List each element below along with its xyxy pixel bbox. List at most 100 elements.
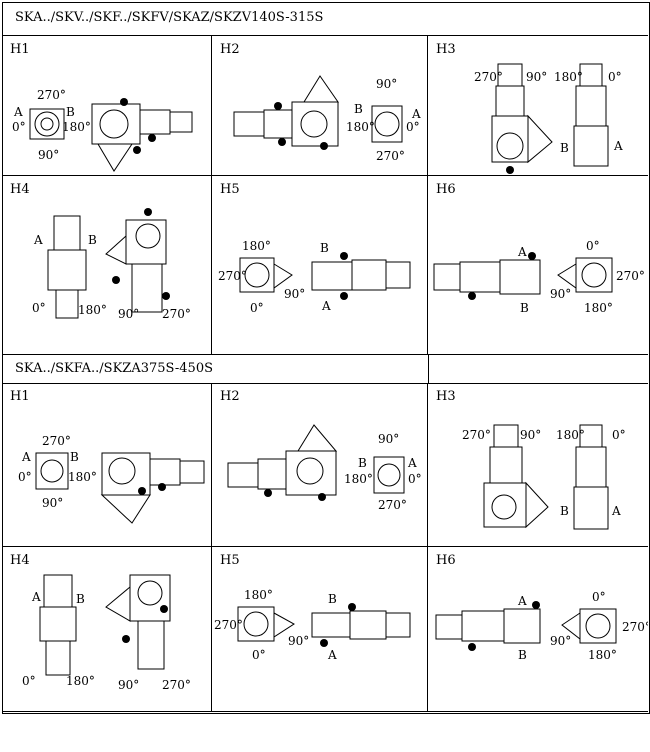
side-a: A — [411, 107, 421, 121]
cell-s2-h4: H4 A B 0° 180° 90° 270° — [2, 547, 212, 712]
side-a: A — [407, 456, 417, 470]
section-1-title: SKA../SKV../SKF../SKFV/SKAZ/SKZV140S-315… — [15, 10, 324, 25]
angle-bottom: 0° — [252, 648, 266, 662]
angle-bottom: 180° — [588, 648, 617, 662]
cell-s1-h6: H6 A B 0° 270° 90° 180° — [428, 176, 648, 355]
section-2-grid: H1 270° 0° 180° 90° A B H2 — [2, 383, 648, 712]
side-b: B — [518, 648, 527, 662]
cell-label: H2 — [220, 389, 240, 404]
gear-diagram-h6: A B 0° 270° 90° 180° — [433, 239, 645, 315]
angle-right: 180° — [62, 120, 91, 134]
angle-left: 270° — [218, 269, 247, 283]
cell-s2-h5: H5 180° 270° 90° 0° B A — [212, 547, 428, 712]
angle-left: 270° — [214, 618, 243, 632]
angle-right-2: 270° — [162, 678, 191, 692]
gear-diagram-h2: 90° 0° 180° 270° B A — [227, 424, 422, 512]
side-a: A — [31, 590, 41, 604]
angle-right: 90° — [526, 70, 547, 84]
angle-left: 0° — [12, 120, 26, 134]
side-a: A — [613, 139, 623, 153]
gear-diagram-h5: 180° 270° 90° 0° B A — [214, 588, 411, 662]
side-b: B — [88, 233, 97, 247]
angle-left: 0° — [18, 470, 32, 484]
angle-right-2: 270° — [162, 307, 191, 321]
side-a: A — [321, 299, 331, 313]
angle-left: 90° — [550, 287, 571, 301]
angle-top: 90° — [378, 432, 399, 446]
angle-left-2: 180° — [556, 428, 585, 442]
side-b: B — [70, 450, 79, 464]
angle-left: 270° — [474, 70, 503, 84]
cell-label: H5 — [220, 182, 240, 197]
angle-bottom: 180° — [584, 301, 613, 315]
side-b: B — [354, 102, 363, 116]
cell-label: H3 — [436, 42, 456, 57]
cell-s2-h6: H6 A B 0° 270° 90° 180° — [428, 547, 648, 712]
angle-bottom: 270° — [376, 149, 405, 163]
side-a: A — [33, 233, 43, 247]
gear-diagram-h6: A B 0° 270° 90° 180° — [435, 590, 648, 662]
side-a: A — [13, 105, 23, 119]
cell-s2-h3: H3 270° 90° 180° 0° B A — [428, 383, 648, 547]
side-b: B — [520, 301, 529, 315]
gear-diagram-h3: 270° 90° 180° 0° B A — [474, 63, 623, 174]
section-1-header: SKA../SKV../SKF../SKFV/SKAZ/SKZV140S-315… — [2, 2, 648, 36]
angle-top: 270° — [37, 88, 66, 102]
angle-top: 180° — [244, 588, 273, 602]
angle-right-2: 0° — [612, 428, 626, 442]
gear-diagram-h1: 270° 0° 180° 90° A B — [12, 88, 193, 172]
angle-bottom: 90° — [42, 496, 63, 510]
side-b: B — [76, 592, 85, 606]
gear-diagram-h5: 180° 270° 90° 0° B A — [218, 239, 411, 315]
angle-left-2: 90° — [118, 678, 139, 692]
angle-top: 180° — [242, 239, 271, 253]
angle-left: 270° — [462, 428, 491, 442]
cell-label: H1 — [10, 389, 30, 404]
angle-left: 180° — [346, 120, 375, 134]
angle-bottom: 270° — [378, 498, 407, 512]
cell-label: H6 — [436, 553, 456, 568]
side-a: A — [21, 450, 31, 464]
angle-left-2: 90° — [118, 307, 139, 321]
angle-right: 270° — [622, 620, 648, 634]
side-b: B — [560, 141, 569, 155]
angle-right: 180° — [78, 303, 107, 317]
angle-left-2: 180° — [554, 70, 583, 84]
side-a: A — [611, 504, 621, 518]
cell-label: H4 — [10, 553, 30, 568]
cell-s1-h2: H2 90° 0° 180° 270° B A — [212, 36, 428, 176]
cell-s2-h1: H1 270° 0° 180° 90° A B — [2, 383, 212, 547]
cell-s1-h3: H3 270° 90° 180° 0° B A — [428, 36, 648, 176]
side-b: B — [358, 456, 367, 470]
angle-bottom: 90° — [38, 148, 59, 162]
side-a: A — [517, 594, 527, 608]
gear-diagram-h3: 270° 90° 180° 0° B A — [462, 424, 626, 530]
angle-right: 180° — [68, 470, 97, 484]
angle-right-2: 0° — [608, 70, 622, 84]
angle-top: 0° — [592, 590, 606, 604]
side-a: A — [327, 648, 337, 662]
angle-right: 0° — [408, 472, 422, 486]
angle-right: 90° — [520, 428, 541, 442]
gear-diagram-h4: A B 0° 180° 90° 270° — [32, 208, 191, 321]
cell-label: H5 — [220, 553, 240, 568]
angle-left: 90° — [550, 634, 571, 648]
angle-left: 0° — [22, 674, 36, 688]
cell-s2-h2: H2 90° 0° 180° 270° B A — [212, 383, 428, 547]
cell-label: H1 — [10, 42, 30, 57]
angle-right: 90° — [284, 287, 305, 301]
angle-top: 90° — [376, 77, 397, 91]
side-b: B — [328, 592, 337, 606]
section-2-title: SKA../SKFA../SKZA375S-450S — [15, 361, 214, 376]
angle-right: 270° — [616, 269, 645, 283]
cell-label: H3 — [436, 389, 456, 404]
side-b: B — [560, 504, 569, 518]
side-a: A — [517, 245, 527, 259]
angle-top: 0° — [586, 239, 600, 253]
section-1-grid: H1 270° 0° 180° 90° A B H2 — [2, 36, 648, 355]
side-b: B — [66, 105, 75, 119]
angle-top: 270° — [42, 434, 71, 448]
angle-left: 180° — [344, 472, 373, 486]
angle-right: 180° — [66, 674, 95, 688]
cell-s1-h1: H1 270° 0° 180° 90° A B — [2, 36, 212, 176]
